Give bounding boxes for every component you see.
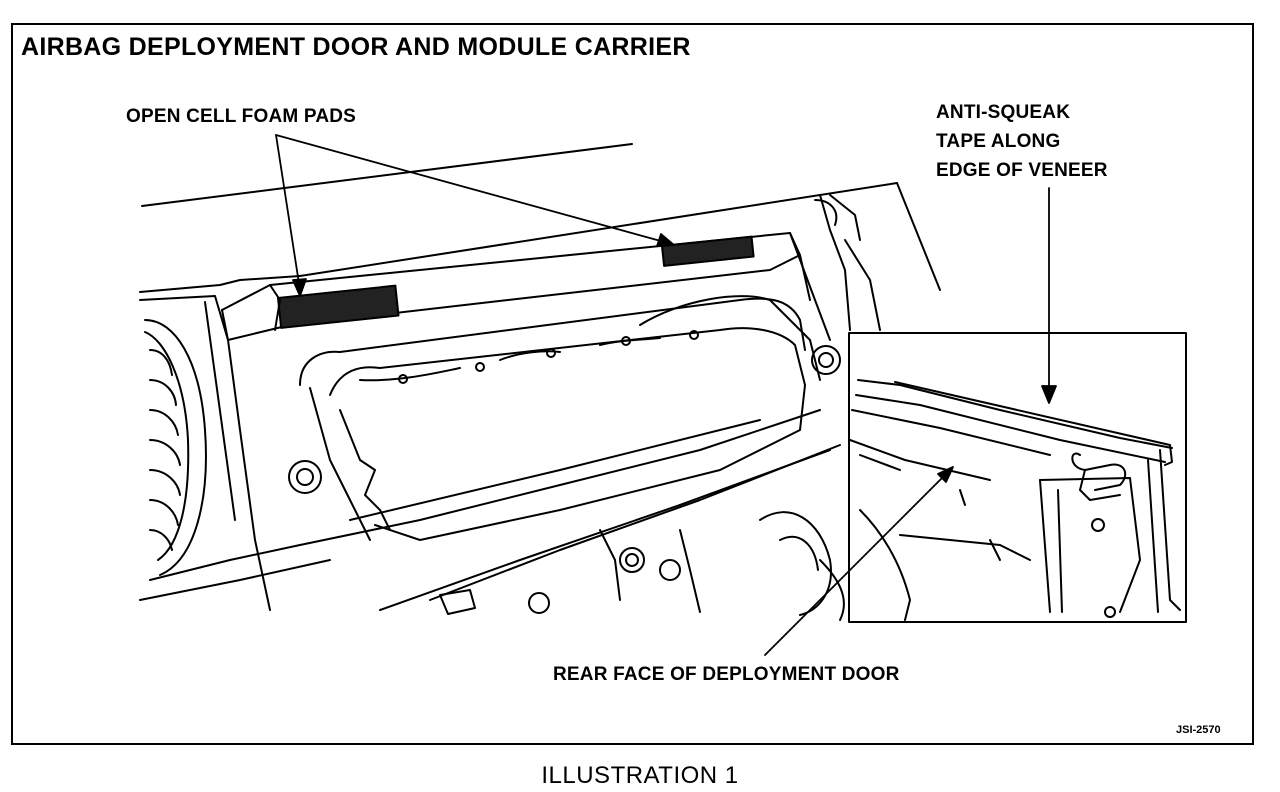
arrowhead-icon xyxy=(292,278,307,297)
detail-inset-drawing xyxy=(849,379,1181,621)
mounting-bolts xyxy=(288,345,841,615)
lower-structure xyxy=(599,511,845,621)
rear-face-leader xyxy=(764,471,949,656)
arrowhead-icon xyxy=(656,233,675,247)
dashboard-body xyxy=(139,275,841,611)
foam-pad-right xyxy=(660,235,755,267)
foam-leader-right xyxy=(275,134,669,244)
figure-frame xyxy=(11,23,1254,745)
module-carrier xyxy=(221,232,831,341)
callout-anti-squeak-tape: ANTI-SQUEAK TAPE ALONG EDGE OF VENEER xyxy=(936,98,1108,185)
arrowhead-icon xyxy=(937,466,954,483)
callout-foam-pads: OPEN CELL FOAM PADS xyxy=(126,106,357,127)
callout-tape-line3: EDGE OF VENEER xyxy=(936,160,1108,181)
side-bracket xyxy=(814,194,881,331)
foam-pad-left xyxy=(277,284,400,329)
airbag-module xyxy=(299,295,821,541)
callout-tape-line1: ANTI-SQUEAK xyxy=(936,102,1071,123)
callout-rear-face: REAR FACE OF DEPLOYMENT DOOR xyxy=(553,664,900,685)
figure-title: AIRBAG DEPLOYMENT DOOR AND MODULE CARRIE… xyxy=(21,33,691,61)
detail-inset-box xyxy=(848,332,1187,623)
figure-code: JSI-2570 xyxy=(1176,724,1221,736)
figure-caption: ILLUSTRATION 1 xyxy=(541,762,739,789)
callout-leaders xyxy=(275,134,1057,656)
reference-line-upper xyxy=(141,143,633,207)
arrowhead-icon xyxy=(1041,385,1057,404)
reference-line-dash-edge xyxy=(299,182,898,277)
dash-right-edge xyxy=(896,182,941,291)
foam-leader-left xyxy=(275,134,301,291)
callout-tape-line2: TAPE ALONG xyxy=(936,131,1061,152)
